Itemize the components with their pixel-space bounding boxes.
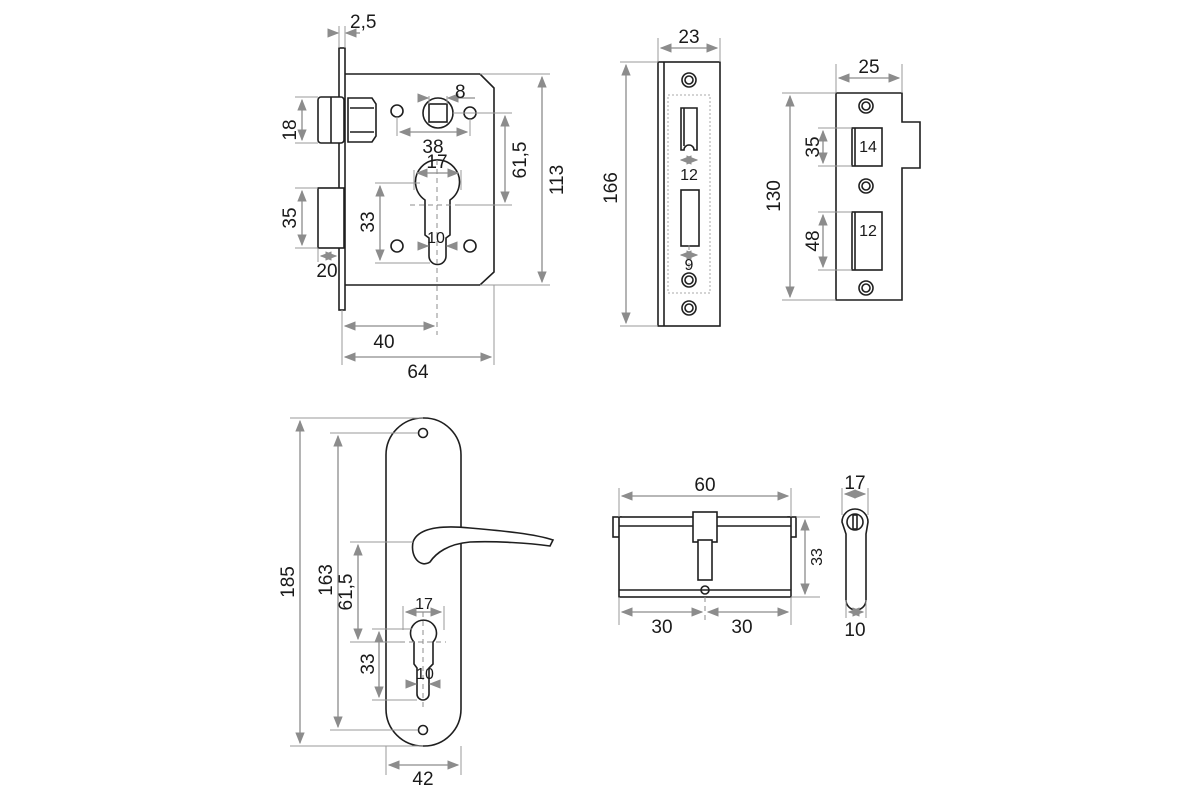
dim-handle-cyl-width: 17 bbox=[415, 596, 433, 613]
dim-plate-width: 42 bbox=[412, 769, 433, 790]
dim-latch-height: 18 bbox=[280, 119, 301, 140]
dim-total-height: 113 bbox=[547, 165, 568, 195]
dim-bolt-window-width: 12 bbox=[859, 223, 877, 240]
dim-bolt-window-height: 48 bbox=[803, 230, 824, 251]
dim-profile-width: 17 bbox=[844, 473, 865, 494]
dim-faceplate-height: 166 bbox=[601, 172, 622, 204]
dim-backset-center: 61,5 bbox=[510, 142, 531, 179]
dim-handle-to-cylinder: 61,5 bbox=[336, 574, 357, 611]
dim-spindle-square: 8 bbox=[455, 82, 466, 103]
dim-cylinder-length: 60 bbox=[694, 475, 715, 496]
euro-cylinder bbox=[612, 511, 797, 622]
dim-latch-window-width: 14 bbox=[859, 139, 877, 156]
dim-spindle-to-screw: 38 bbox=[422, 137, 443, 158]
dim-latch-slot: 12 bbox=[680, 167, 698, 184]
mortise-dimensions: 2,5 18 8 38 61,5 113 17 bbox=[280, 12, 568, 383]
euro-cylinder-dimensions: 60 30 30 33 bbox=[618, 475, 826, 638]
dim-case-depth: 64 bbox=[407, 362, 429, 383]
dim-latch-window-height: 35 bbox=[803, 136, 824, 157]
dim-cylinder-bottom: 10 bbox=[427, 230, 445, 247]
strike-plate-dimensions: 25 130 35 14 48 12 bbox=[764, 57, 903, 301]
dim-profile-bottom: 10 bbox=[844, 620, 865, 641]
dim-strike-height: 130 bbox=[764, 180, 785, 212]
dim-handle-cyl-height: 33 bbox=[358, 653, 379, 674]
strike-plate bbox=[835, 92, 921, 301]
dim-strike-width: 25 bbox=[858, 57, 879, 78]
mortise-lock-body bbox=[317, 47, 495, 335]
handle-plate-dimensions: 185 163 61,5 17 33 10 42 bbox=[278, 417, 462, 790]
cylinder-profile bbox=[841, 508, 869, 611]
dim-screw-distance: 163 bbox=[316, 564, 337, 596]
dim-cylinder-width: 17 bbox=[426, 152, 447, 173]
dim-cylinder-half-right: 30 bbox=[731, 617, 752, 638]
faceplate bbox=[657, 61, 721, 327]
faceplate-dimensions: 23 166 12 9 bbox=[601, 27, 721, 327]
dim-faceplate-width: 23 bbox=[678, 27, 699, 48]
handle-plate bbox=[385, 417, 555, 747]
dim-deadbolt-throw: 20 bbox=[316, 261, 337, 282]
dim-handle-cyl-bottom: 10 bbox=[416, 666, 434, 683]
dim-cylinder-height: 33 bbox=[358, 211, 379, 232]
dim-bolt-slot: 9 bbox=[685, 257, 694, 274]
dim-faceplate-thickness: 2,5 bbox=[350, 12, 376, 33]
dim-handle-total-height: 185 bbox=[278, 566, 299, 598]
dim-backset: 40 bbox=[373, 332, 394, 353]
dim-cylinder-height-side: 33 bbox=[809, 548, 826, 566]
dim-deadbolt-height: 35 bbox=[280, 207, 301, 228]
cylinder-profile-dimensions: 17 10 bbox=[841, 473, 869, 641]
dim-cylinder-half-left: 30 bbox=[651, 617, 672, 638]
